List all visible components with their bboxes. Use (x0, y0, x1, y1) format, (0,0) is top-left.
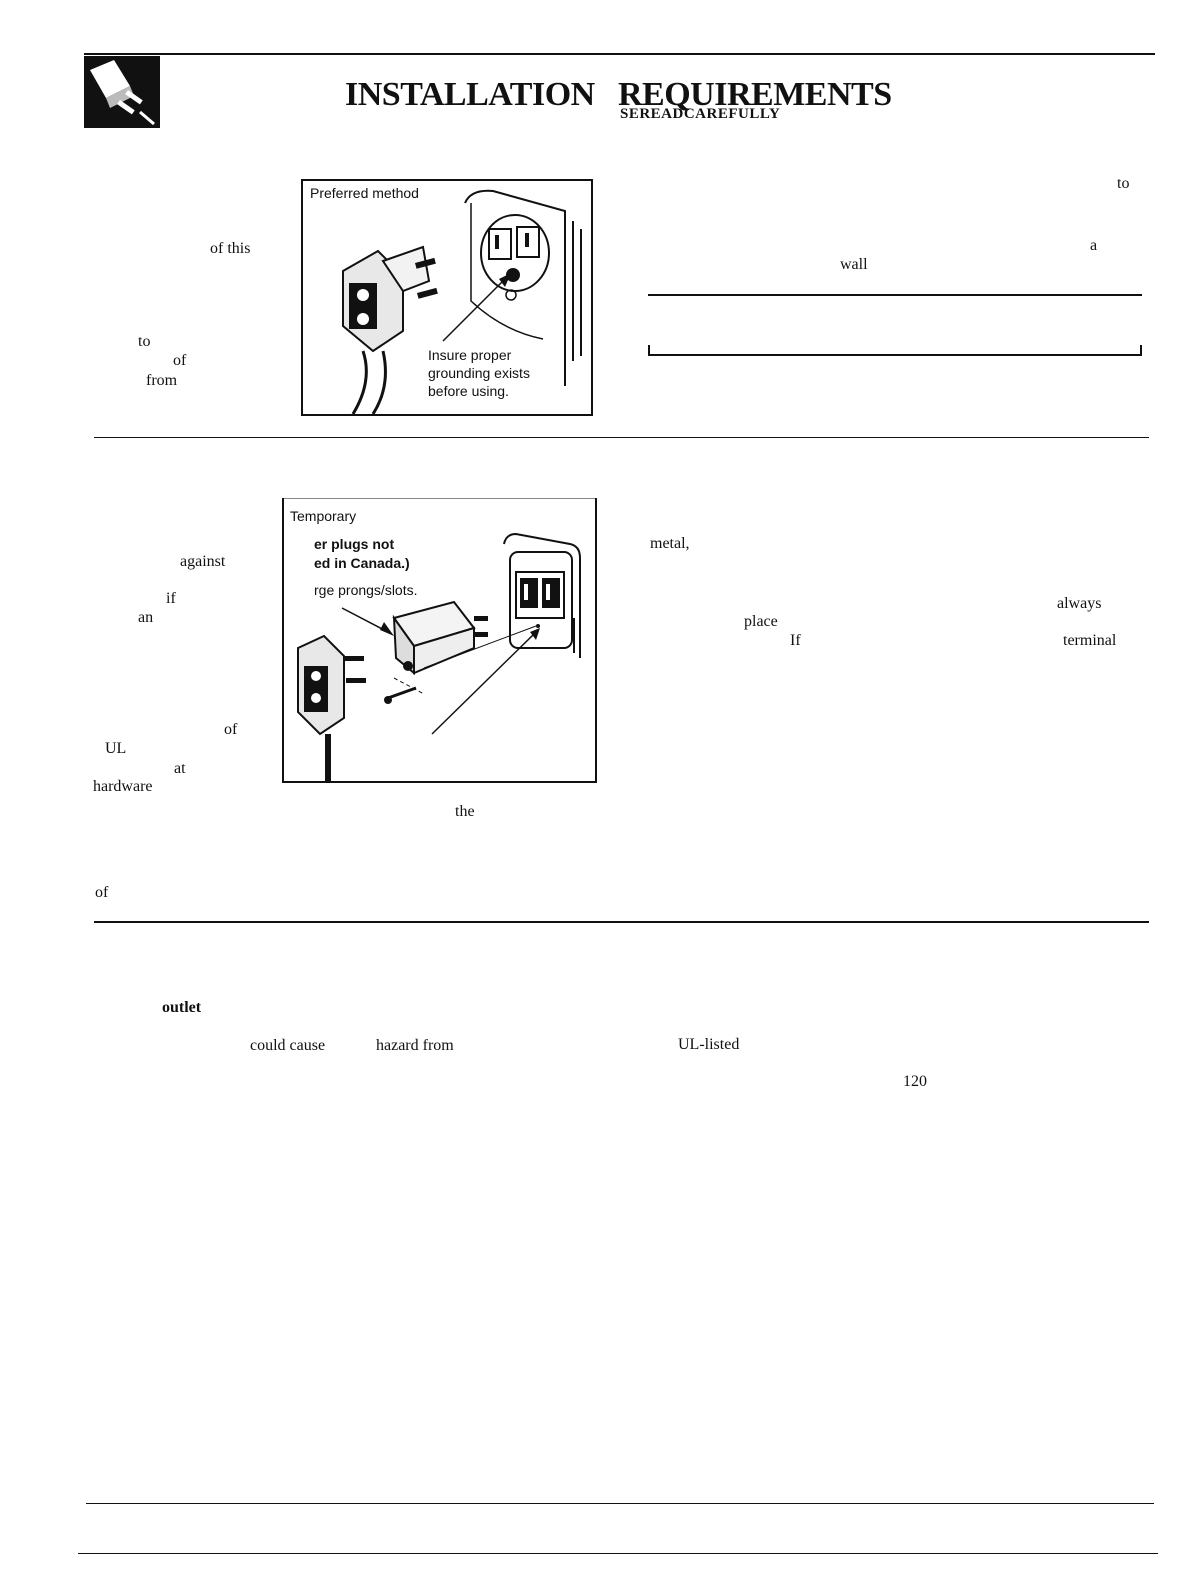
page-title-part1: INSTALLATION (345, 76, 595, 113)
text-fragment: hazard from (376, 1037, 454, 1054)
grounded-outlet-illustration (342, 189, 582, 414)
text-fragment: If (790, 632, 801, 649)
text-fragment: a (1090, 237, 1098, 254)
page-title-part2: REQUIREMENTS (618, 76, 892, 113)
text-fragment: against (180, 553, 226, 570)
text-fragment: an (138, 609, 154, 626)
text-fragment: always (1057, 595, 1102, 612)
text-fragment: outlet (162, 999, 202, 1016)
text-fragment: UL (105, 740, 127, 757)
figure-note: rge prongs/slots. (314, 582, 418, 598)
figure-caption-line: grounding exists (428, 365, 530, 381)
figure-temporary-method: Temporary er plugs not ed in Canada.) rg… (282, 498, 597, 783)
text-fragment: of (173, 352, 187, 369)
text-fragment: the (455, 803, 475, 820)
figure-label: Preferred method (310, 185, 419, 201)
text-fragment: to (1117, 175, 1130, 192)
footer-rule (78, 1553, 1158, 1554)
notice-box-left-tick (648, 345, 650, 356)
figure-caption-line: Insure proper (428, 347, 512, 363)
figure-warning-line: er plugs not (314, 536, 395, 552)
footer-rule (86, 1503, 1154, 1504)
header-top-rule (84, 53, 1155, 55)
text-fragment: of this (210, 240, 251, 257)
adapter-outlet-illustration (284, 498, 595, 781)
text-fragment: hardware (93, 778, 153, 795)
text-fragment: 120 (903, 1073, 927, 1090)
figure-caption-line: before using. (428, 383, 509, 399)
text-fragment: from (146, 372, 178, 389)
notice-box-top-rule (648, 294, 1142, 296)
figure-label: Temporary (290, 508, 357, 524)
text-fragment: if (166, 590, 176, 607)
text-fragment: wall (840, 256, 868, 273)
plug-icon (84, 56, 160, 128)
section-divider (94, 437, 1149, 438)
figure-preferred-method: Preferred method Insure proper grounding… (301, 179, 593, 416)
text-fragment: UL-listed (678, 1036, 740, 1053)
notice-box-right-tick (1140, 345, 1142, 356)
text-fragment: at (174, 760, 186, 777)
text-fragment: metal, (650, 535, 690, 552)
text-fragment: terminal (1063, 632, 1117, 649)
page-subtitle: SEREADCAREFULLY (620, 106, 781, 122)
text-fragment: of (95, 884, 109, 901)
text-fragment: of (224, 721, 238, 738)
notice-box-bottom-rule (648, 354, 1142, 356)
text-fragment: to (138, 333, 151, 350)
text-fragment: place (744, 613, 778, 630)
text-fragment: could cause (250, 1037, 326, 1054)
figure-warning-line: ed in Canada.) (314, 555, 410, 571)
section-divider (94, 921, 1149, 923)
